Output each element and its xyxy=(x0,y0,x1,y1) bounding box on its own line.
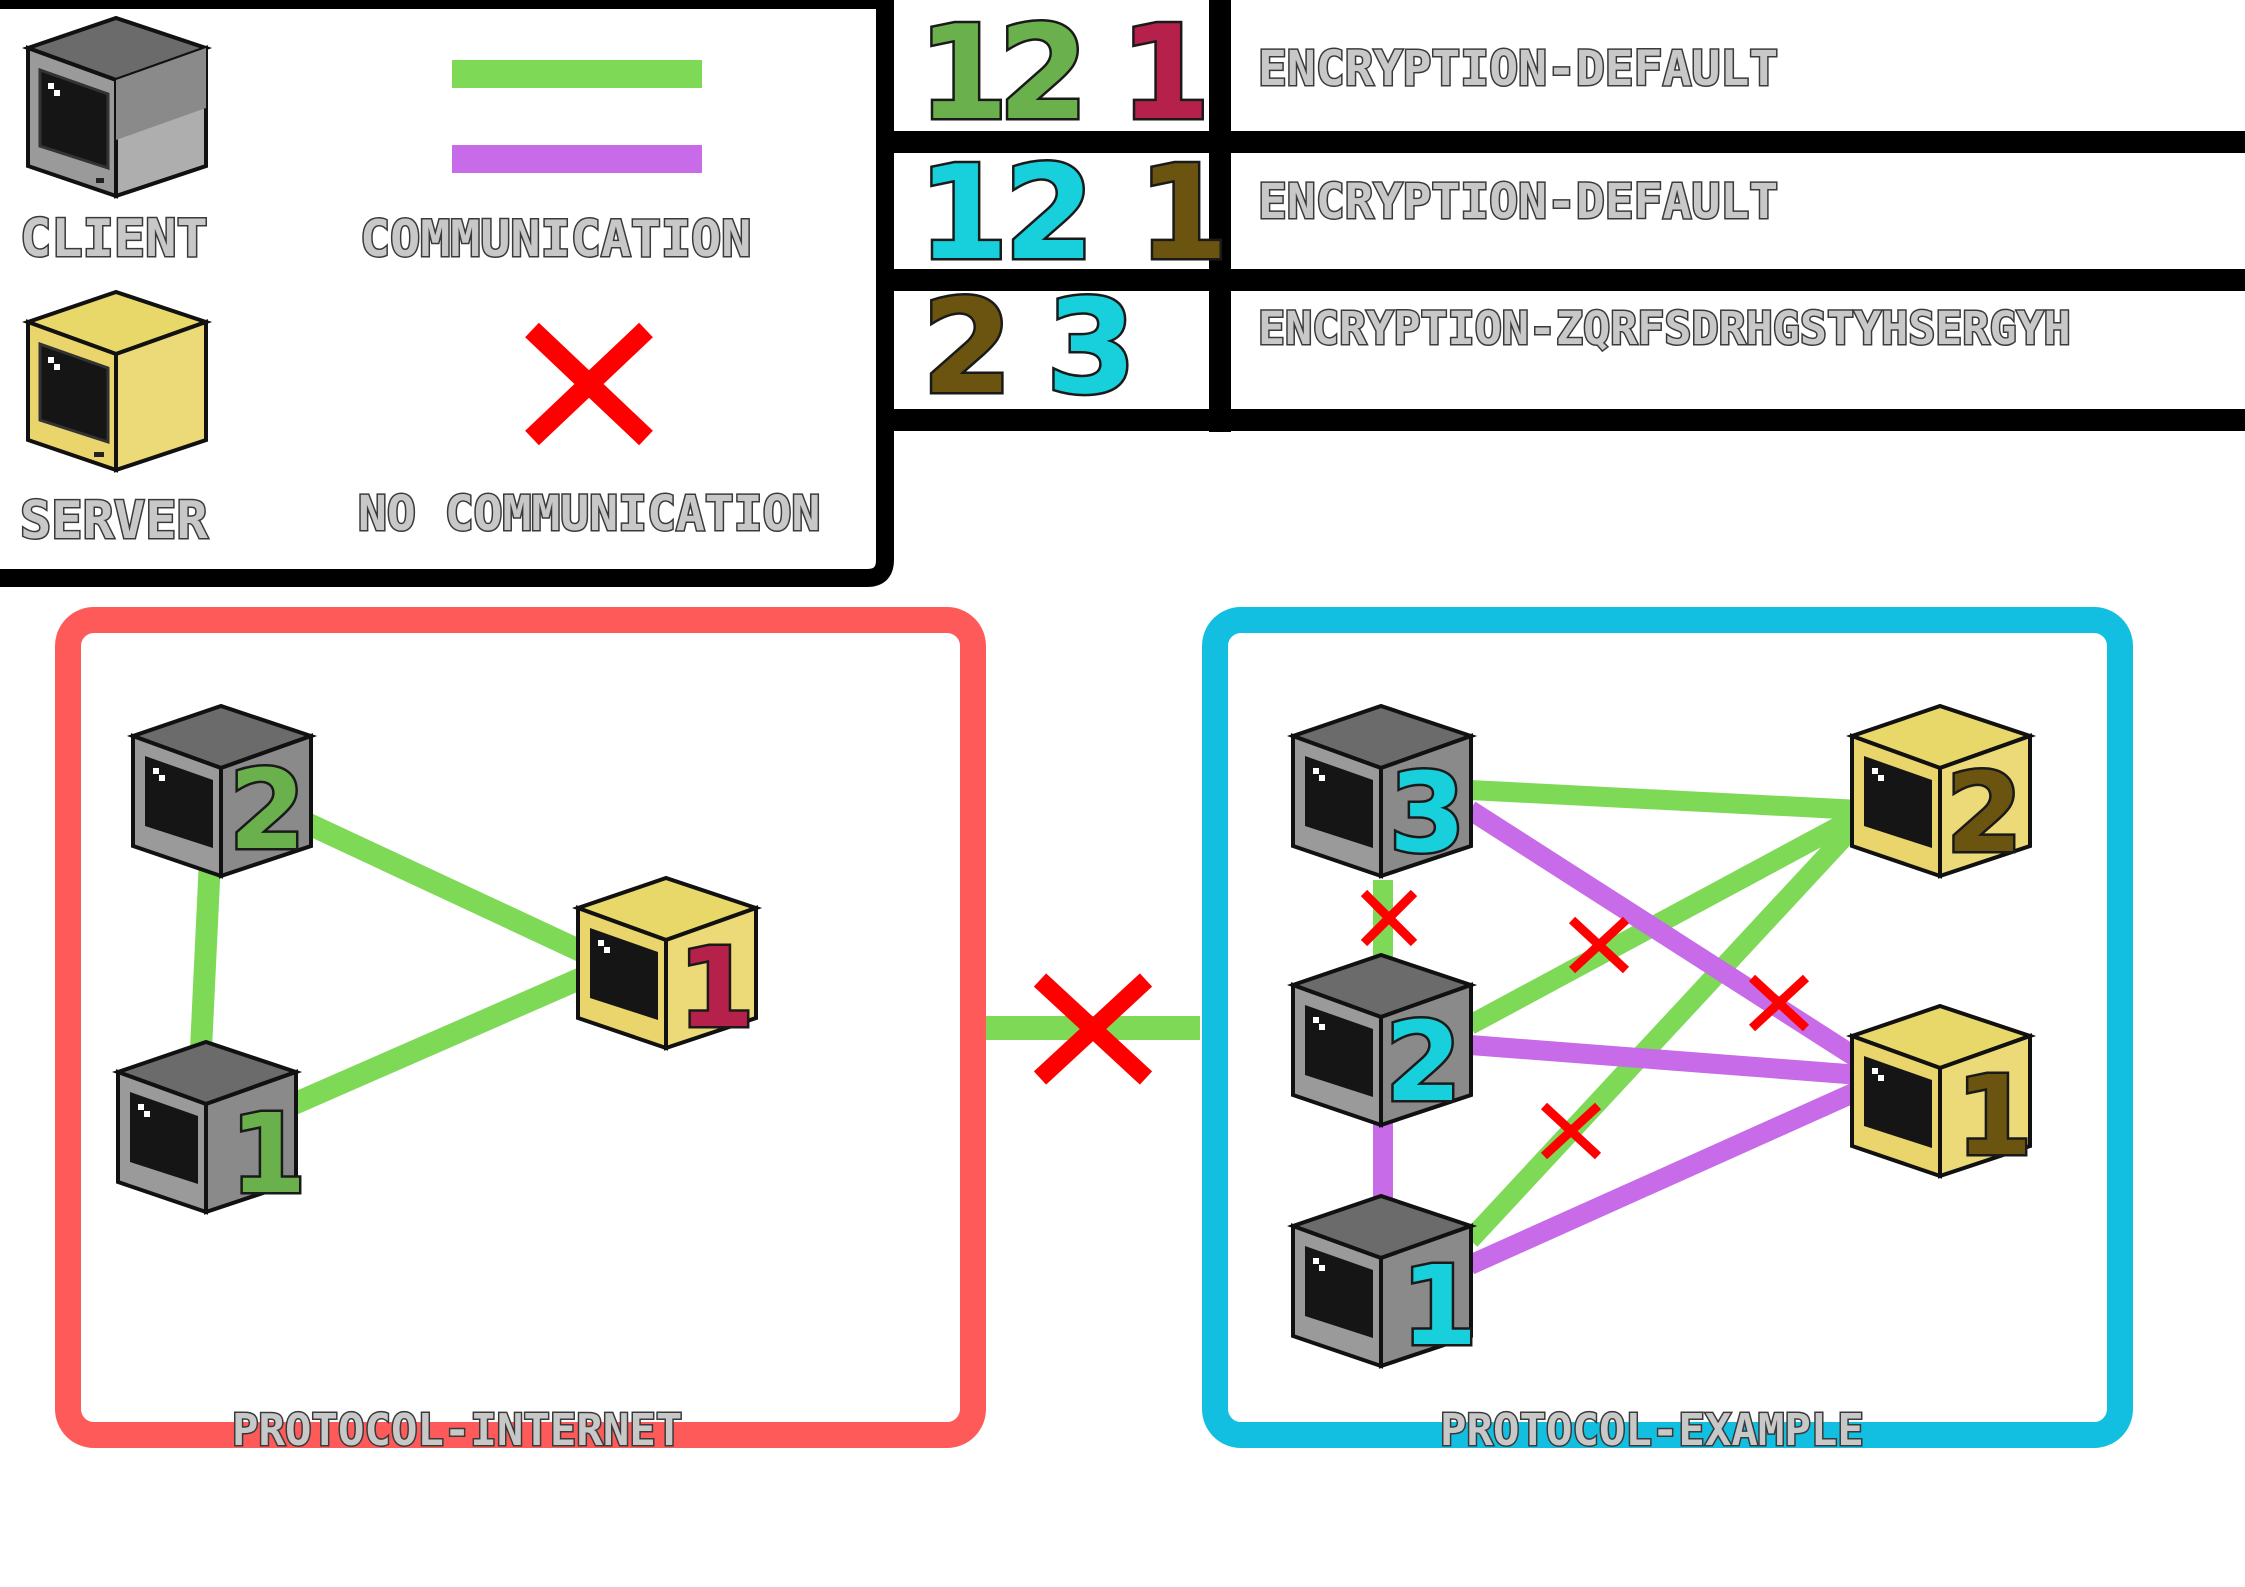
server-node: 1 xyxy=(571,875,763,1055)
client-label: CLIENT xyxy=(20,209,208,269)
client-node: 1 xyxy=(111,1039,309,1221)
key-number: 3 xyxy=(1046,271,1136,423)
key-number: 2 xyxy=(1004,137,1094,289)
client-node: 2 xyxy=(1286,952,1478,1129)
communication-edge xyxy=(1469,780,1861,820)
node-number: 1 xyxy=(678,924,755,1052)
key-row: 1 2 1 ENCRYPTION-DEFAULT xyxy=(916,135,1780,292)
communication-edge xyxy=(1462,813,1868,1247)
communication-edge xyxy=(275,959,605,1121)
key-number: 2 xyxy=(998,0,1088,149)
protocol-example-group: 3 2 1 2 xyxy=(1202,607,2133,1458)
communication-edge xyxy=(295,810,605,970)
key-row: 2 3 ENCRYPTION-ZQRFSDRHGSTYHSERGYH xyxy=(920,269,2073,426)
group-label: PROTOCOL-INTERNET xyxy=(232,1405,682,1456)
key-number: 1 xyxy=(1138,137,1228,289)
group-label: PROTOCOL-EXAMPLE xyxy=(1440,1405,1864,1456)
key-label: ENCRYPTION-DEFAULT xyxy=(1258,41,1778,97)
server-icon xyxy=(21,289,213,473)
key-number: 1 xyxy=(1120,0,1210,149)
no-communication-mark xyxy=(1748,974,1810,1032)
communication-label: COMMUNICATION xyxy=(360,210,751,268)
green-line-swatch xyxy=(452,60,702,88)
communication-edge xyxy=(189,859,221,1071)
node-number: 2 xyxy=(1385,998,1462,1126)
no-communication-icon xyxy=(525,322,653,446)
node-number: 1 xyxy=(230,1090,307,1218)
client-node: 3 xyxy=(1286,703,1478,880)
server-label: SERVER xyxy=(20,491,209,551)
key-number: 1 xyxy=(918,0,1008,149)
purple-line-swatch xyxy=(452,145,702,173)
no-communication-mark xyxy=(1540,1102,1602,1160)
key-label: ENCRYPTION-DEFAULT xyxy=(1258,174,1778,230)
server-node: 2 xyxy=(1845,703,2037,880)
key-label: ENCRYPTION-ZQRFSDRHGSTYHSERGYH xyxy=(1258,302,2071,355)
client-node: 2 xyxy=(126,703,318,879)
key-number: 2 xyxy=(922,271,1012,423)
server-node: 1 xyxy=(1845,1003,2037,1183)
node-number: 1 xyxy=(1956,1052,2033,1180)
node-number: 1 xyxy=(1401,1242,1478,1370)
node-number: 2 xyxy=(1946,749,2023,877)
key-number: 1 xyxy=(918,137,1008,289)
legend-panel: CLIENT SERVER COMMUNICATION NO COMMUNICA… xyxy=(0,0,894,587)
client-icon xyxy=(21,15,213,199)
key-table: 1 2 1 ENCRYPTION-DEFAULT 1 2 1 ENCRYPTIO… xyxy=(876,0,2245,432)
key-row: 1 2 1 ENCRYPTION-DEFAULT xyxy=(916,0,1780,152)
node-number: 2 xyxy=(229,746,306,874)
communication-edge xyxy=(1469,1035,1861,1085)
communication-edge xyxy=(1465,806,1865,1034)
no-communication-mark xyxy=(1568,916,1630,974)
protocol-internet-group: 2 1 1 PROTOCOL-INTERNET xyxy=(55,607,986,1458)
inter-group-link xyxy=(986,973,1200,1085)
node-number: 3 xyxy=(1389,749,1466,877)
communication-edge xyxy=(1465,1080,1865,1275)
no-communication-label: NO COMMUNICATION xyxy=(358,486,820,542)
client-node: 1 xyxy=(1286,1193,1480,1373)
no-communication-mark xyxy=(1360,889,1418,947)
